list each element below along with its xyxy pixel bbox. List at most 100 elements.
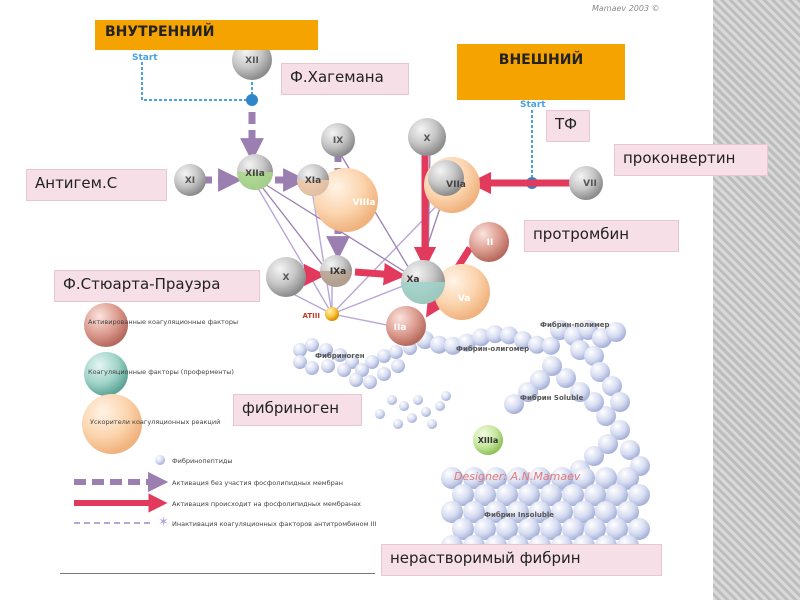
fibrin-bubble [474,518,496,540]
fibrin-bubble [377,349,391,363]
fibrin-bubble [542,356,562,376]
legend-inactivation-star-icon: ✶ [158,515,169,530]
fibrin-bubble [363,375,377,389]
label-fibrinogen: фибриноген [233,394,362,426]
fibrin-bubble [507,501,529,523]
fibrin-bubble [518,518,540,540]
factor-xi-label: XI [185,176,195,186]
legend-inactivation-text: Инактивация коагуляционных факторов анти… [172,520,376,528]
factor-xiiia-label: XIIIa [478,436,499,445]
fibrin-bubble [529,467,551,489]
factor-xii [232,40,272,80]
fibrin-bubble [293,343,307,357]
legend-proenzymes-swatch [84,352,128,396]
fibrin-bubble [562,518,584,540]
factor-x-left [266,257,306,297]
label-tf: ТФ [546,110,590,142]
fibrin-bubble [430,335,448,354]
fibrin-bubble [606,484,628,506]
fibrin-bubble [507,467,529,489]
fibrin-bubble [562,484,584,506]
factor-viiia [314,168,378,232]
factor-xi [174,164,206,196]
fibrinogen-caption: Фибриноген [315,352,365,360]
fibrin-bubble [413,395,423,405]
fibrin-bubble [590,362,610,382]
fibrin-bubble [556,368,576,388]
fibrin-oligomer-caption: Фибрин-олигомер [456,345,529,353]
designer-watermark: Designer: A.N.Mamaev [454,470,581,483]
fibrin-bubble [598,434,618,454]
fibrin-bubble [387,395,397,405]
fibrin-bubble [393,419,403,429]
fibrin-bubble [321,359,335,373]
fibrin-bubble [474,484,496,506]
fibrin-bubble [584,346,604,366]
legend-proenzymes-text: Коагуляционные факторы (проферменты) [88,368,234,376]
label-antigem: Антигем.С [26,169,167,201]
factor-viiia-label: VIIIa [352,198,375,208]
header-external: ВНЕШНИЙ [457,44,625,100]
factor-atiii-label: ATIII [303,312,320,320]
fibrin-bubble [573,501,595,523]
fibrin-soluble-caption: Фибрин Soluble [520,394,584,402]
factor-xa-half [401,282,445,304]
fibrin-bubble [365,355,379,369]
fibrin-bubble [602,376,622,396]
legend: Активированные коагуляционные факторы Ко… [74,303,376,530]
fibrin-bubble [528,335,546,354]
bottom-rule [60,573,375,574]
fibrin-bubble [389,345,403,359]
fibrin-bubble [628,484,650,506]
factor-iia [386,306,426,346]
fibrin-bubble [584,392,604,412]
label-proconvertin: проконвертин [614,144,768,176]
factor-xiia-label: XIIa [245,169,265,179]
factor-x-left-label: X [283,273,290,283]
fibrin-bubble [617,467,639,489]
fibrin-bubble [529,501,551,523]
legend-accelerators-text: Ускорители коагуляционных реакций [90,418,220,426]
fibrin-bubble [441,391,451,401]
fibrin-bubble [441,501,463,523]
fibrin-bubble [399,401,409,411]
fibrin-cluster [293,320,650,557]
fibrin-bubble [504,394,524,414]
fibrin-bubble [427,419,437,429]
start-label-external: Start [520,100,546,110]
factor-ixa-half [320,271,352,287]
fibrin-bubble [584,446,604,466]
fibrin-bubble [463,501,485,523]
fibrin-polymer-caption: Фибрин-полимер [540,321,610,329]
header-internal: ВНУТРЕННИЙ [95,20,318,50]
fibrin-bubble [375,409,385,419]
factor-va [434,264,490,320]
fibrin-bubble [595,501,617,523]
fibrin-bubble [584,518,606,540]
legend-fibrinopeptides-text: Фибринопептиды [172,457,233,465]
factor-x-top-label: X [424,134,431,144]
fibrin-bubble [452,484,474,506]
fibrin-bubble [500,326,518,345]
fibrin-bubble [606,322,626,342]
fibrin-bubble [319,343,333,357]
factor-vii [569,166,603,200]
fibrin-bubble [496,484,518,506]
fibrin-bubble [573,467,595,489]
fibrin-bubble [441,467,463,489]
fibrin-bubble [584,484,606,506]
fibrin-bubble [486,325,504,344]
factor-xiia-half [237,172,273,190]
factor-xa-label: Xa [406,275,419,285]
fibrin-bubble [518,484,540,506]
factor-x-top [408,118,446,156]
label-prothrombin: протромбин [524,220,679,252]
fibrin-bubble [305,338,319,352]
label-stuart: Ф.Стюарта-Прауэра [54,270,260,302]
fibrin-bubble [293,355,307,369]
fibrin-bubble [540,484,562,506]
label-insoluble-fibrin: нерастворимый фибрин [381,544,662,576]
fibrin-bubble [472,328,490,347]
fibrin-bubble [463,467,485,489]
